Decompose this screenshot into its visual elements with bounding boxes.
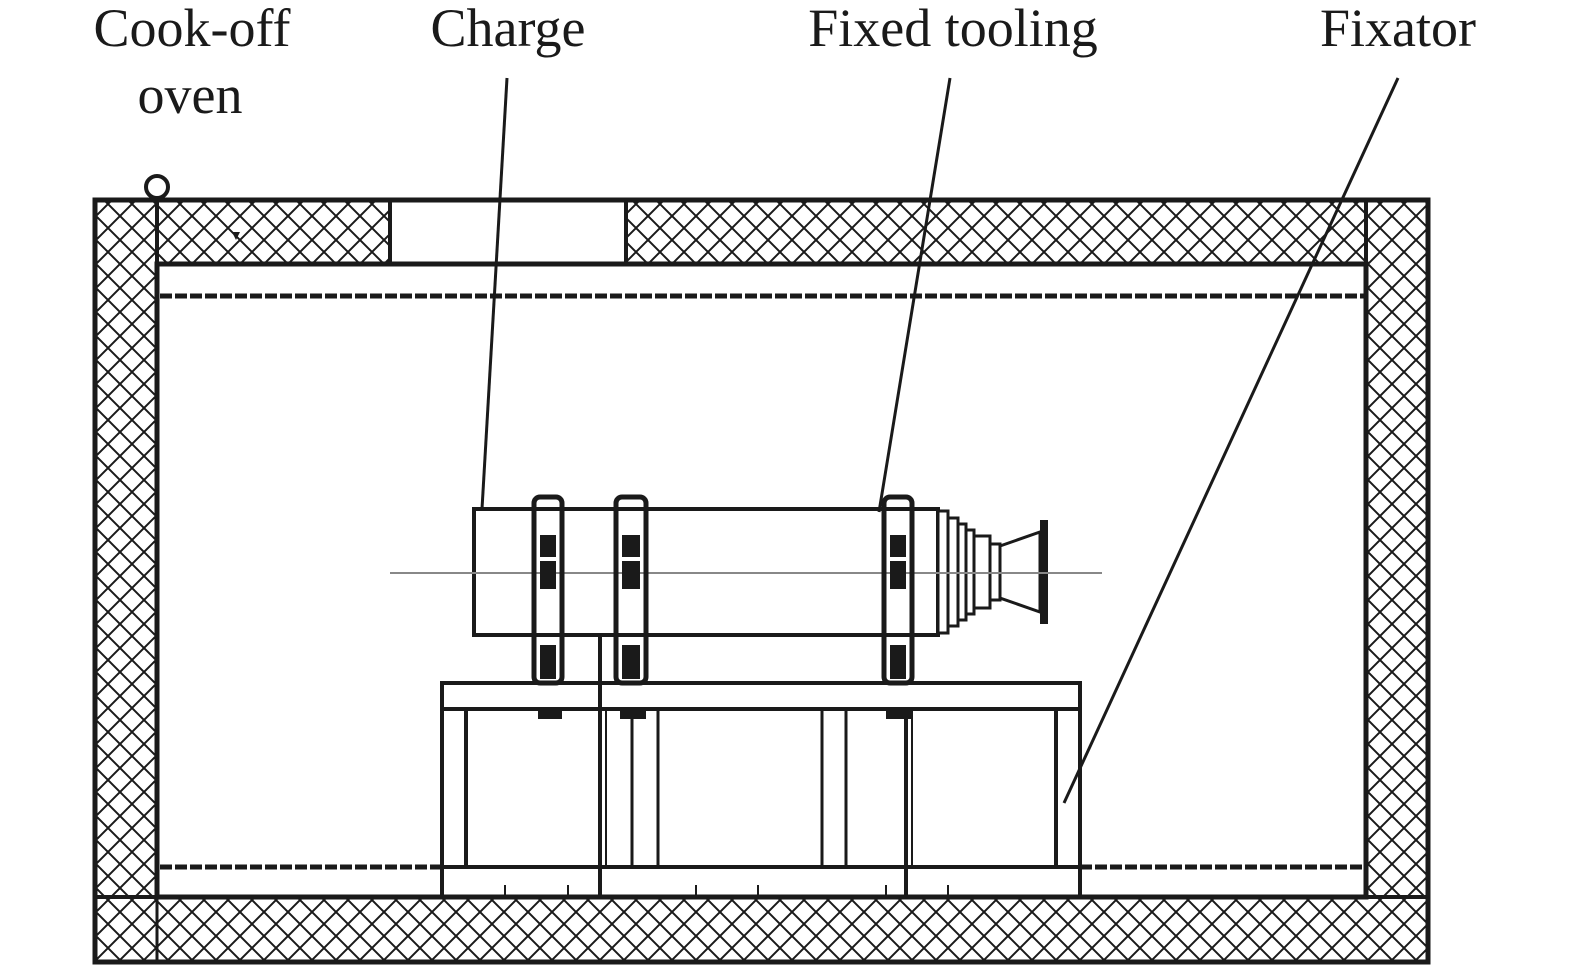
label-fixator: Fixator — [1320, 0, 1476, 58]
oven-wall-left — [93, 198, 159, 964]
clamp-2 — [613, 494, 649, 719]
clamp-1 — [531, 494, 565, 719]
oven-outer-border — [92, 197, 1431, 965]
oven-wall-right — [1364, 198, 1430, 964]
leader-line-fixator — [1062, 77, 1400, 804]
leader-line-charge — [480, 77, 509, 510]
fixator-frame — [440, 625, 1082, 899]
oven-walls — [92, 197, 1431, 965]
leader-line-fixed-tooling — [877, 77, 952, 513]
oven-wall-bottom — [93, 895, 1430, 964]
label-fixed-tooling: Fixed tooling — [808, 0, 1098, 58]
label-cookoff-oven-line2: oven — [138, 65, 243, 125]
oven-wall-top-right — [624, 198, 1430, 266]
oven-vent-opening — [388, 198, 628, 266]
clamp-3 — [881, 494, 915, 719]
thermocouple-probe — [144, 174, 240, 960]
label-cookoff-oven-line1: Cook-off — [94, 0, 291, 58]
label-charge: Charge — [431, 0, 586, 58]
